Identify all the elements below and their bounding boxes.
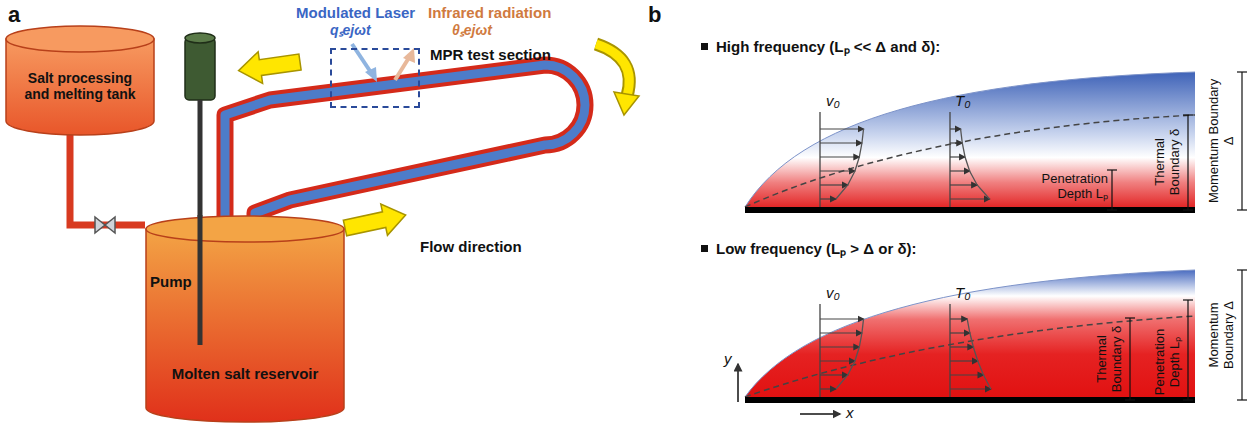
- flow-label: Flow direction: [420, 238, 522, 255]
- test-section: MPR test section: [330, 48, 420, 108]
- momentum-boundary: Momentum Boundary Δ: [1207, 273, 1237, 397]
- melting-tank: Salt processing and melting tank: [5, 25, 155, 135]
- bullet: [701, 245, 708, 252]
- regime-title: High frequency (Lₚ << Δ and δ):: [716, 38, 940, 55]
- momentum-boundary: Momentum Boundary Δ: [1207, 77, 1237, 205]
- node-text: Molten salt reservoir: [170, 365, 320, 382]
- flow-arrow: [342, 199, 409, 243]
- thermal-boundary-label: Thermal Boundary δ: [1153, 118, 1183, 206]
- boundary-layer-low: [745, 270, 1195, 397]
- axis-label: x: [846, 404, 854, 421]
- ir-label: Infrared radiation: [428, 4, 551, 21]
- wall: [745, 207, 1195, 213]
- laser-formula: qₛejωt: [330, 22, 371, 38]
- regime-title: Low frequency (Lₚ > Δ or δ):: [716, 240, 916, 257]
- velocity-label: v₀: [826, 92, 840, 109]
- cylinder-shape: [145, 215, 345, 422]
- thermal-boundary-label: Thermal Boundary δ: [1095, 324, 1125, 394]
- velocity-label: v₀: [826, 284, 840, 301]
- node-text: Salt processing and melting tank: [15, 70, 145, 102]
- pump-motor: [185, 38, 215, 100]
- feed-pipe: [70, 135, 145, 225]
- temperature-label: T₀: [955, 92, 970, 109]
- temperature-label: T₀: [955, 284, 970, 301]
- valve: [95, 217, 115, 233]
- thermal-boundary: [745, 316, 1195, 397]
- y-axis: [737, 364, 739, 402]
- node-text: Pump: [150, 273, 192, 290]
- bullet: [701, 43, 708, 50]
- boundary-layer-high: [745, 72, 1195, 207]
- panel-letter: a: [8, 2, 20, 27]
- penetration-depth: Penetration Depth Lₚ: [1020, 172, 1108, 202]
- axis-label: y: [724, 350, 732, 367]
- penetration-depth: Penetration Depth Lₚ: [1153, 327, 1183, 397]
- node-text: MPR test section: [430, 46, 551, 63]
- wall: [745, 397, 1195, 403]
- laser-label: Modulated Laser: [296, 4, 415, 21]
- flow-arrow: [596, 44, 629, 96]
- panel-letter: b: [648, 2, 661, 27]
- pipe-loop: [225, 65, 585, 238]
- flow-arrow: [236, 46, 302, 86]
- x-axis: [800, 413, 840, 415]
- thermal-boundary: [745, 115, 1195, 207]
- ir-formula: θₛejωt: [452, 22, 492, 38]
- pump-shaft: [198, 100, 203, 230]
- salt-reservoir: PumpMolten salt reservoir: [145, 215, 345, 422]
- dimension-brackets: [1107, 72, 1247, 400]
